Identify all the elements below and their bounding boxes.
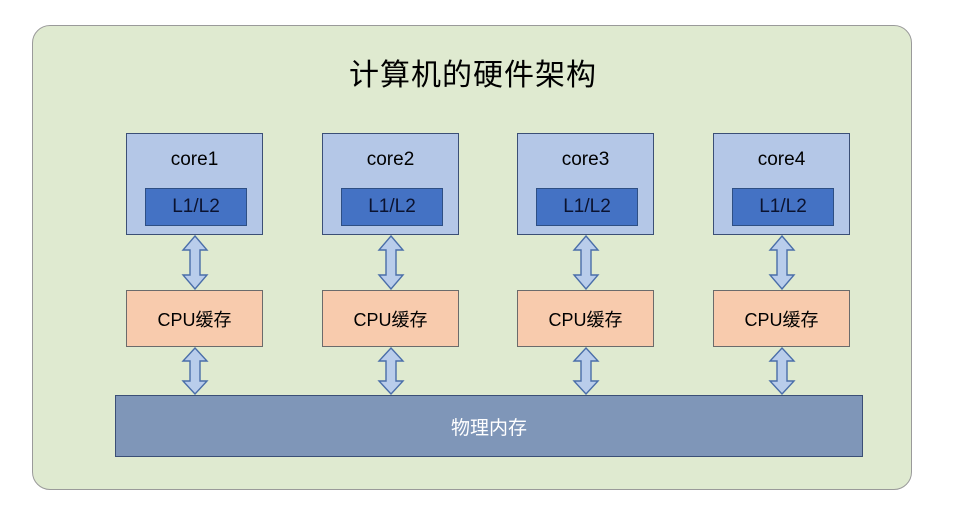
connector-cache1-to-memory-icon <box>181 347 209 395</box>
l1l2-box-2: L1/L2 <box>341 188 443 226</box>
core-label-2: core2 <box>366 149 415 170</box>
connector-cache3-to-memory-icon <box>572 347 600 395</box>
l1l2-box-4: L1/L2 <box>732 188 834 226</box>
core-box-3: core3 L1/L2 <box>517 133 654 235</box>
connector-core4-to-cache4-icon <box>768 235 796 290</box>
core-label-4: core4 <box>757 149 806 170</box>
core-label-3: core3 <box>561 149 610 170</box>
connector-core1-to-cache1-icon <box>181 235 209 290</box>
physical-memory-bar: 物理内存 <box>115 395 863 457</box>
core-box-4: core4 L1/L2 <box>713 133 850 235</box>
cpu-cache-box-3: CPU缓存 <box>517 290 654 347</box>
connector-cache2-to-memory-icon <box>377 347 405 395</box>
connector-core2-to-cache2-icon <box>377 235 405 290</box>
l1l2-box-3: L1/L2 <box>536 188 638 226</box>
cpu-cache-box-4: CPU缓存 <box>713 290 850 347</box>
cpu-cache-box-2: CPU缓存 <box>322 290 459 347</box>
core-label-1: core1 <box>170 149 219 170</box>
l1l2-box-1: L1/L2 <box>145 188 247 226</box>
connector-cache4-to-memory-icon <box>768 347 796 395</box>
page-title: 计算机的硬件架构 <box>349 59 597 92</box>
connector-core3-to-cache3-icon <box>572 235 600 290</box>
core-box-1: core1 L1/L2 <box>126 133 263 235</box>
architecture-panel: 计算机的硬件架构 core1 L1/L2 core2 L1/L2 core3 L… <box>32 25 912 490</box>
cpu-cache-box-1: CPU缓存 <box>126 290 263 347</box>
core-box-2: core2 L1/L2 <box>322 133 459 235</box>
